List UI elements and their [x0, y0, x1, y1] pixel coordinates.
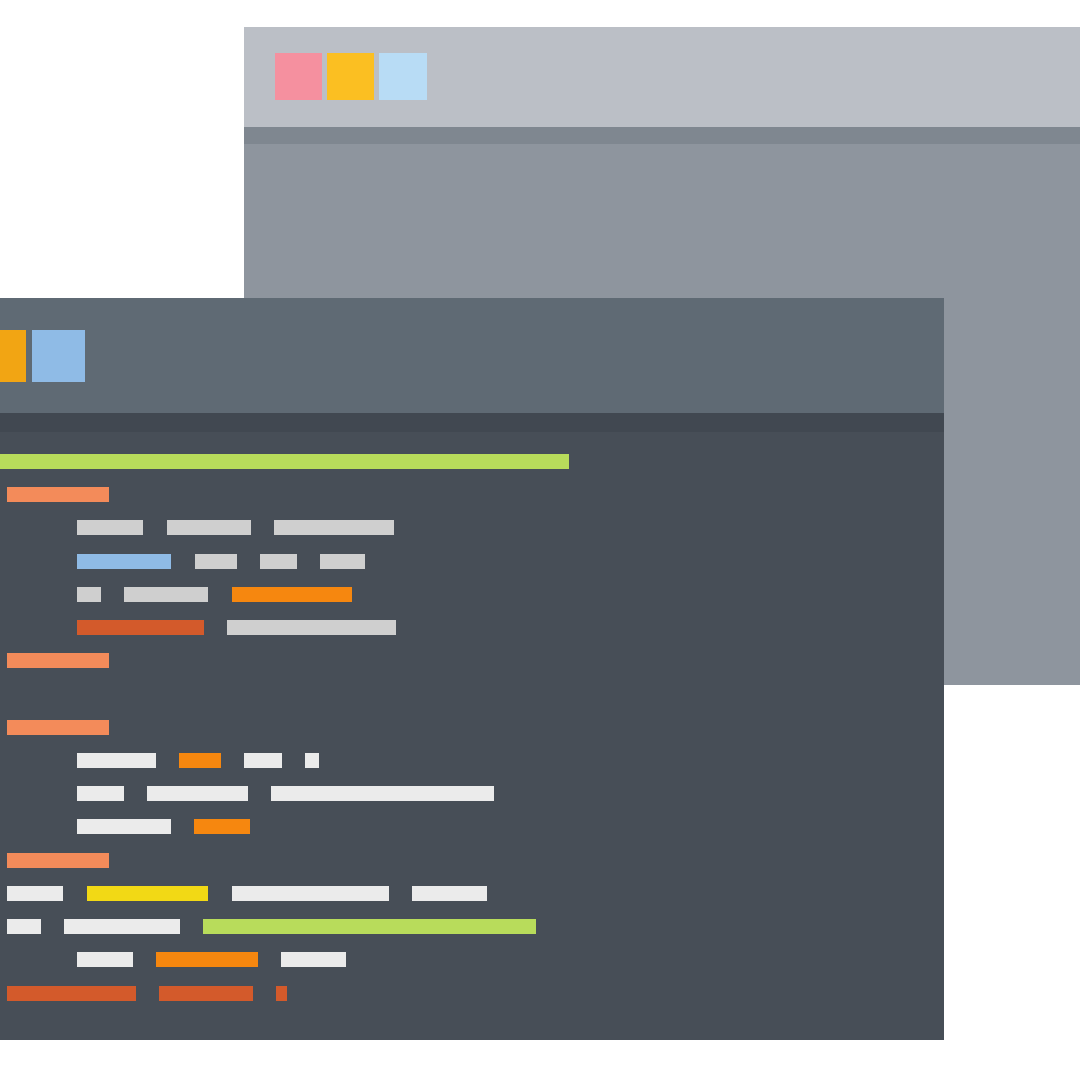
- code-token: [320, 554, 365, 569]
- code-token: [77, 587, 101, 602]
- front-minimize-button[interactable]: [0, 330, 26, 382]
- code-token: [203, 919, 536, 934]
- code-token: [7, 720, 109, 735]
- code-token: [64, 919, 180, 934]
- code-token: [77, 819, 171, 834]
- code-token: [7, 653, 109, 668]
- code-token: [260, 554, 297, 569]
- code-token: [124, 587, 208, 602]
- code-token: [244, 753, 282, 768]
- code-token: [7, 986, 136, 1001]
- code-token: [227, 620, 396, 635]
- code-token: [7, 886, 63, 901]
- code-token: [77, 520, 143, 535]
- front-window: [0, 298, 944, 1040]
- code-token: [412, 886, 487, 901]
- code-token: [232, 587, 352, 602]
- code-token: [167, 520, 251, 535]
- code-token: [195, 554, 237, 569]
- back-maximize-button[interactable]: [379, 53, 427, 100]
- code-editor-area[interactable]: [0, 298, 944, 1040]
- code-token: [271, 786, 494, 801]
- code-token: [77, 786, 124, 801]
- code-token: [179, 753, 221, 768]
- code-token: [77, 620, 204, 635]
- code-token: [87, 886, 208, 901]
- code-token: [194, 819, 250, 834]
- code-token: [0, 454, 569, 469]
- code-token: [7, 853, 109, 868]
- code-token: [276, 986, 287, 1001]
- code-token: [156, 952, 258, 967]
- code-token: [232, 886, 389, 901]
- code-token: [281, 952, 346, 967]
- code-token: [77, 554, 171, 569]
- back-window-titlebar[interactable]: [244, 27, 1080, 127]
- back-minimize-button[interactable]: [327, 53, 374, 100]
- code-token: [7, 487, 109, 502]
- back-close-button[interactable]: [275, 53, 322, 100]
- front-window-titlebar[interactable]: [0, 298, 944, 413]
- back-window-toolbar-strip: [244, 127, 1080, 144]
- code-token: [7, 919, 41, 934]
- front-window-toolbar-strip: [0, 413, 944, 432]
- code-token: [77, 753, 156, 768]
- front-maximize-button[interactable]: [32, 330, 85, 382]
- code-token: [305, 753, 319, 768]
- code-token: [159, 986, 253, 1001]
- code-token: [77, 952, 133, 967]
- code-token: [274, 520, 394, 535]
- code-token: [147, 786, 248, 801]
